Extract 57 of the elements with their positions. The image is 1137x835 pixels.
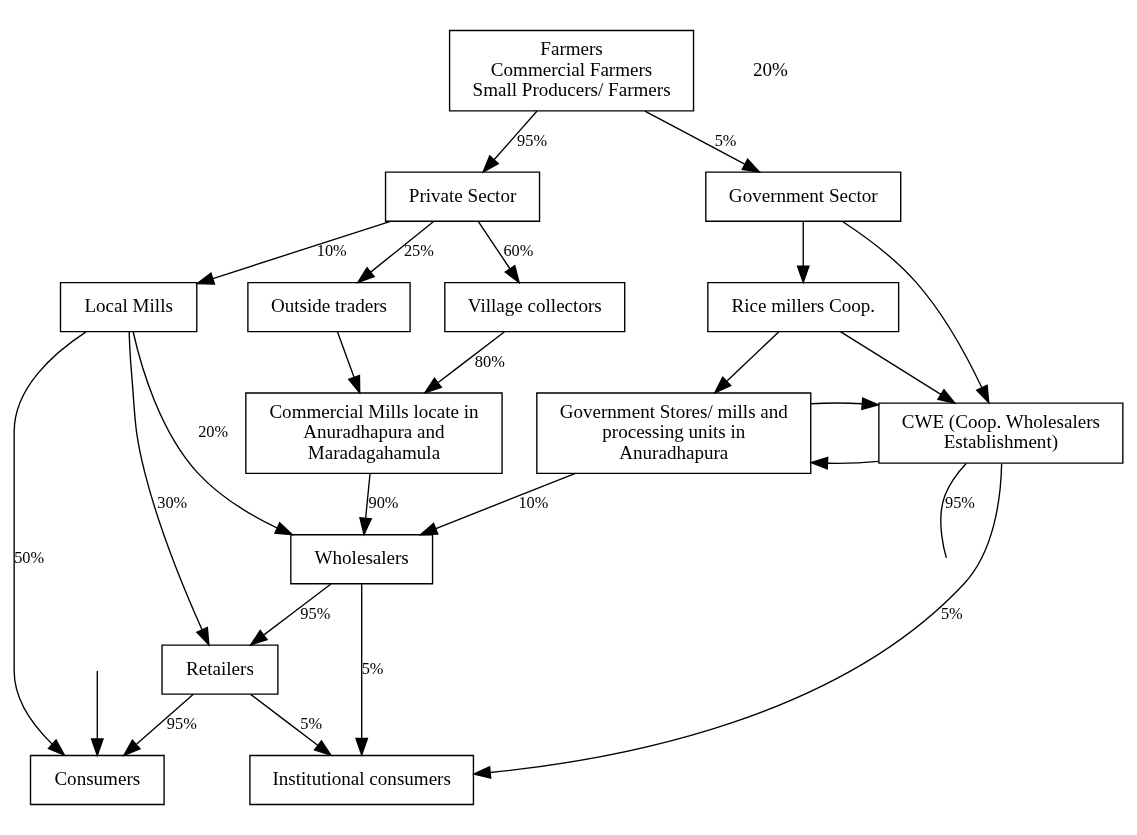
connector	[940, 462, 967, 559]
edge-label: 95%	[944, 493, 975, 513]
arrow	[471, 463, 1003, 780]
arrow	[90, 670, 104, 758]
node-box: Government Stores/ mills and processing units in Anuradhapura	[536, 392, 812, 475]
arrow	[418, 472, 577, 536]
edge-label: 5%	[361, 658, 384, 678]
arrow	[355, 583, 369, 757]
edge-label: 5%	[940, 603, 963, 623]
arrow	[132, 331, 295, 536]
edge-label: 10%	[316, 241, 347, 261]
node-box: CWE (Coop. Wholesalers Establishment)	[878, 402, 1124, 464]
arrow	[810, 397, 881, 411]
arrow	[336, 331, 361, 395]
arrow	[841, 220, 990, 405]
arrow	[122, 693, 194, 757]
node-box: Outside traders	[247, 281, 411, 333]
arrow	[13, 331, 87, 757]
arrow	[481, 110, 538, 174]
edge-label: 95%	[166, 714, 197, 734]
edge-label: 20%	[198, 422, 229, 442]
edge-label: 90%	[368, 493, 399, 513]
node-box: Consumers	[29, 754, 165, 806]
edge-label: 50%	[14, 548, 45, 568]
node-box: Institutional consumers	[249, 754, 475, 806]
edge-label: 5%	[300, 714, 323, 734]
edge-label: 95%	[300, 603, 331, 623]
node-box: Village collectors	[444, 281, 626, 333]
arrow	[477, 220, 521, 285]
arrow	[839, 331, 957, 405]
edge-label: 25%	[403, 241, 434, 261]
node-box: Commercial Mills locate in Anuradhapura and Maradagahamula	[245, 392, 503, 475]
edge-label: 30%	[157, 493, 188, 513]
edge-label: 80%	[474, 351, 505, 371]
node-box: Local Mills	[59, 281, 198, 333]
node-box: Farmers Commercial Farmers Small Producers/ Farmers	[448, 29, 695, 112]
arrow	[195, 220, 392, 285]
edge-label: 95%	[517, 130, 548, 150]
arrow	[249, 583, 332, 647]
arrow	[250, 693, 333, 757]
arrow	[809, 456, 880, 470]
node-box: Rice millers Coop.	[707, 281, 900, 333]
node-box: Government Sector	[705, 171, 902, 222]
node-box: Retailers	[161, 644, 279, 695]
edge-label: 5%	[714, 130, 737, 150]
arrow	[796, 220, 810, 285]
node-box: Wholesalers	[290, 534, 434, 585]
edge-label: 10%	[518, 493, 549, 513]
arrow	[713, 331, 780, 395]
arrow	[644, 110, 762, 173]
label: 20%	[753, 58, 789, 80]
arrow	[356, 220, 435, 284]
arrow	[128, 331, 210, 647]
node-box: Private Sector	[384, 171, 541, 222]
edge-label: 60%	[503, 241, 534, 261]
arrow	[359, 472, 373, 537]
arrow	[423, 331, 506, 394]
